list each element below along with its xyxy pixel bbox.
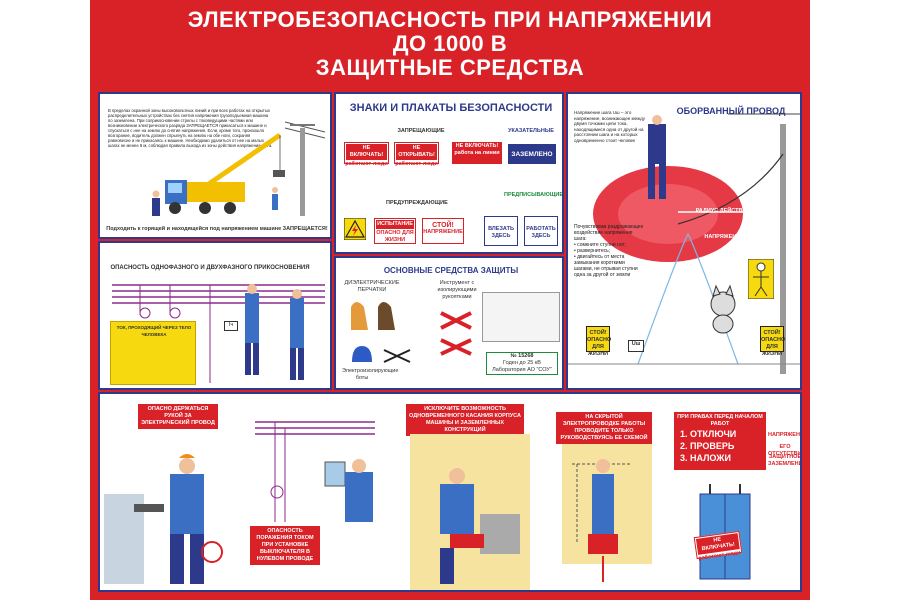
sign-ne-vklyuchat-1: НЕ ВКЛЮЧАТЬ!работают люди (344, 142, 389, 167)
rules-list: 1. ОТКЛЮЧИ 2. ПРОВЕРЬ 3. НАЛОЖИ (680, 428, 736, 464)
caption-grounded-structures: ИСКЛЮЧИТЕ ВОЗМОЖНОСТЬ ОДНОВРЕМЕННОГО КАС… (406, 404, 524, 436)
header-line-3: ЗАЩИТНЫЕ СРЕДСТВА (315, 55, 585, 80)
cat-icon (710, 284, 736, 334)
sign-ne-otkryvat: НЕ ОТКРЫВАТЬ!работают люди (394, 142, 439, 167)
phase-touch-title: ОПАСНОСТЬ ОДНОФАЗНОГО И ДВУХФАЗНОГО ПРИК… (110, 265, 310, 271)
sign-text: ИСПЫТАНИЕ (376, 220, 414, 229)
rule-note-2: ЕГО ОТСУТСТВИЕ (768, 444, 802, 457)
label-preduprezhdayushchie: ПРЕДУПРЕЖДАЮЩИЕ (386, 200, 448, 206)
caption-neutral-switch: ОПАСНОСТЬ ПОРАЖЕНИЯ ТОКОМ ПРИ УСТАНОВКЕ … (250, 526, 320, 565)
rule-step-3: 3. НАЛОЖИ (680, 453, 731, 463)
switch-diagram (255, 421, 375, 522)
ush-label: Uш (628, 340, 644, 352)
label-zapreshchayushchie: ЗАПРЕЩАЮЩИЕ (397, 128, 445, 134)
helmet-icon (352, 346, 372, 362)
sign-subtext: работают люди (345, 161, 388, 167)
crane-caption: Подходить к горящей и находящейся под на… (106, 226, 328, 232)
current-label: Iч (224, 321, 238, 331)
sign-subtext: ОПАСНО ДЛЯ ЖИЗНИ (376, 230, 414, 243)
sign-ne-vklyuchat-2: НЕ ВКЛЮЧАТЬ!работа на линии (452, 142, 502, 164)
protective-means-title: ОСНОВНЫЕ СРЕДСТВА ЗАЩИТЫ (383, 266, 519, 275)
sign-subtext: работают люди (395, 161, 438, 167)
sign-stoy: СТОЙ!НАПРЯЖЕНИЕ (422, 218, 464, 244)
advice-item-2: • развернитесь; (574, 248, 611, 254)
test-tag: № 15268 Годен до 25 кВ Лаборатория АО "С… (486, 352, 558, 375)
panel-protective-means: ОСНОВНЫЕ СРЕДСТВА ЗАЩИТЫ ДИЭЛЕКТРИЧЕСКИЕ… (334, 256, 564, 390)
crane-text: В пределах охранной зоны высоковольтных … (108, 108, 273, 148)
sign-zazemleno: ЗАЗЕМЛЕНО (508, 144, 556, 164)
safety-poster: ЭЛЕКТРОБЕЗОПАСНОСТЬ ПРИ НАПРЯЖЕНИИ ДО 10… (90, 0, 810, 600)
crane-illustration (165, 121, 326, 216)
sign-text: СТОЙ! (432, 222, 454, 229)
phase-diagram (112, 284, 325, 383)
drill-worker-illustration (104, 454, 223, 584)
current-formula-box: ТОК, ПРОХОДЯЩИЙ ЧЕРЕЗ ТЕЛО ЧЕЛОВЕКА (110, 321, 196, 385)
tag-number: № 15268 (510, 353, 534, 359)
poster-header: ЭЛЕКТРОБЕЗОПАСНОСТЬ ПРИ НАПРЯЖЕНИИ ДО 10… (90, 0, 810, 90)
advice-item-3: • двигайтесь от места замыкания коротким… (574, 254, 638, 278)
label-predpisyvayushchie: ПРЕДПИСЫВАЮЩИЕ (504, 192, 564, 198)
panel-bottom: ОПАСНО ДЕРЖАТЬСЯ РУКОЙ ЗА ЭЛЕКТРИЧЕСКИЙ … (98, 392, 802, 592)
advice-text: развернитесь; (577, 248, 611, 254)
pliers-icon (440, 311, 472, 356)
rules-box: ПРИ ПРАВАХ ПЕРЕД НАЧАЛОМ РАБОТ 1. ОТКЛЮЧ… (674, 412, 766, 470)
scissors-icon (383, 349, 411, 363)
panel-signs: ЗНАКИ И ПЛАКАТЫ БЕЗОПАСНОСТИ ЗАПРЕЩАЮЩИЕ… (334, 92, 564, 254)
label-ukazatelnye: УКАЗАТЕЛЬНЫЕ (508, 128, 554, 134)
advice-item-1: • сомкните ступни ног; (574, 242, 626, 248)
advice-intro: Почувствовав раздражающее воздействие на… (574, 224, 644, 242)
skeleton-icon (748, 259, 774, 299)
step-voltage-definition: Напряжение шага Uш – это напряжение, воз… (574, 110, 645, 143)
radius-label: РАДИУС ДЕЙСТВИЯ (695, 208, 751, 214)
rule-note-3: ЗАЩИТНОЕ ЗАЗЕМЛЕНИЕ (768, 454, 802, 467)
advice-text: сомкните ступни ног; (577, 242, 626, 248)
sign-text: НЕ ВКЛЮЧАТЬ! (455, 143, 499, 149)
gloves-icon (351, 302, 395, 330)
step-voltage-advice: Почувствовав раздражающее воздействие на… (574, 224, 644, 278)
header-line-1: ЭЛЕКТРОБЕЗОПАСНОСТЬ ПРИ НАПРЯЖЕНИИ (187, 7, 713, 32)
broken-wire-title: ОБОРВАННЫЙ ПРОВОД (676, 106, 786, 116)
boots-label: Электроизолирующие боты (342, 368, 399, 381)
tag-lab: Лаборатория АО "СОУ" (492, 367, 552, 373)
step-voltage-label: НАПРЯЖЕНИЕ ШАГА (704, 234, 762, 240)
worker-figure-left (150, 190, 162, 221)
sign-text: НЕ ОТКРЫВАТЬ! (396, 144, 437, 160)
sign-stoy-left: СТОЙ! ОПАСНО ДЛЯ ЖИЗНИ (586, 326, 611, 357)
caption-hidden-wiring: НА СКРЫТОЙ ЭЛЕКТРОПРОВОДКЕ РАБОТЫ ПРОВОД… (556, 412, 652, 444)
signs-title: ЗНАКИ И ПЛАКАТЫ БЕЗОПАСНОСТИ (349, 102, 553, 114)
rule-note-1: НАПРЯЖЕНИЕ (768, 432, 800, 438)
caption-hold-wire: ОПАСНО ДЕРЖАТЬСЯ РУКОЙ ЗА ЭЛЕКТРИЧЕСКИЙ … (138, 404, 218, 429)
gloves-label: ДИЭЛЕКТРИЧЕСКИЕ ПЕРЧАТКИ (344, 280, 400, 293)
tools-label: Инструмент с изолирующими рукоятками (437, 280, 477, 300)
sign-vlezat-zdes: ВЛЕЗАТЬ ЗДЕСЬ (484, 216, 518, 246)
rule-step-2: 2. ПРОВЕРЬ (680, 441, 735, 451)
header-line-2: ДО 1000 В (392, 31, 508, 56)
panel-broken-wire: ОБОРВАННЫЙ ПРОВОД Напряжение шага Uш – э… (566, 92, 802, 390)
advice-text: двигайтесь от места замыкания короткими … (574, 254, 638, 278)
hammer-drill-illustration (410, 434, 530, 590)
sign-rabotat-zdes: РАБОТАТЬ ЗДЕСЬ (524, 216, 558, 246)
sign-text: НЕ ВКЛЮЧАТЬ! (346, 144, 387, 160)
panel-crane: В пределах охранной зоны высоковольтных … (98, 92, 332, 239)
rules-title: ПРИ ПРАВАХ ПЕРЕД НАЧАЛОМ РАБОТ (677, 414, 763, 427)
sign-stoy-right: СТОЙ! ОПАСНО ДЛЯ ЖИЗНИ (760, 326, 785, 357)
panel-phase-touch: ОПАСНОСТЬ ОДНОФАЗНОГО И ДВУХФАЗНОГО ПРИК… (98, 241, 332, 390)
hidden-wiring-illustration (562, 444, 652, 582)
standards-table (482, 292, 560, 342)
sign-subtext: работа на линии (454, 150, 500, 156)
lightning-warning-icon (344, 218, 366, 240)
rule-step-1: 1. ОТКЛЮЧИ (680, 429, 737, 439)
broken-wire-illustration (568, 113, 800, 374)
sign-subtext: НАПРЯЖЕНИЕ (423, 229, 463, 235)
formula-box-title: ТОК, ПРОХОДЯЩИЙ ЧЕРЕЗ ТЕЛО ЧЕЛОВЕКА (116, 325, 192, 337)
tag-valid: Годен до 25 кВ (503, 360, 541, 366)
